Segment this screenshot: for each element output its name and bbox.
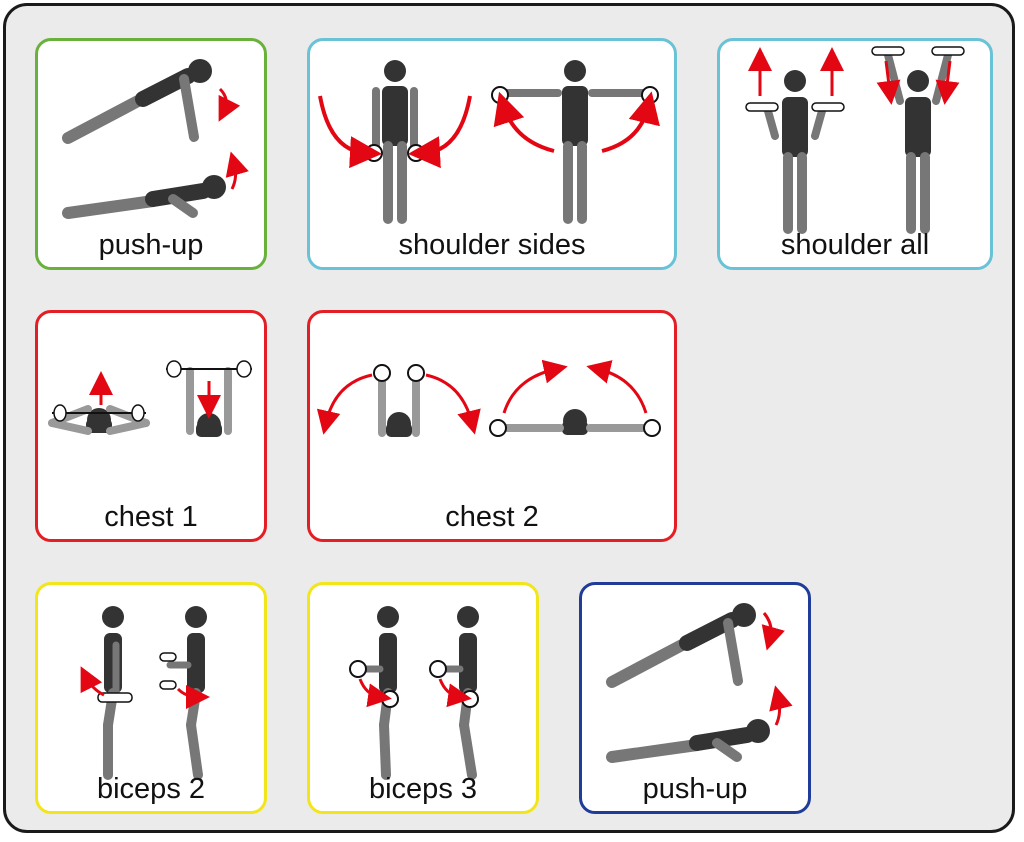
- card-label: shoulder all: [780, 229, 930, 261]
- card-shoulder-sides: shoulder sides: [307, 38, 677, 270]
- card-label: biceps 3: [368, 773, 477, 805]
- card-pushup-1: push-up: [35, 38, 267, 270]
- card-label: chest 1: [104, 501, 198, 533]
- biceps-2-figure-icon: [80, 606, 210, 780]
- card-biceps-2: biceps 2: [35, 582, 267, 814]
- card-shoulder-all: shoulder all: [717, 38, 993, 270]
- chest-1-figure-icon: [48, 360, 252, 437]
- pushup-figure-icon: [62, 59, 249, 219]
- exercise-board: push-up: [3, 3, 1015, 833]
- card-label: push-up: [642, 773, 748, 805]
- card-chest-1: chest 1: [35, 310, 267, 542]
- shoulder-sides-figure-icon: [318, 60, 660, 224]
- shoulder-all-figure-icon: [745, 46, 965, 234]
- chest-2-figure-icon: [316, 359, 661, 437]
- card-chest-2: chest 2: [307, 310, 677, 542]
- card-label: push-up: [98, 229, 204, 261]
- card-label: chest 2: [445, 501, 539, 533]
- pushup-figure-icon: [606, 603, 793, 763]
- card-label: shoulder sides: [398, 229, 586, 261]
- card-pushup-2: push-up: [579, 582, 811, 814]
- card-biceps-3: biceps 3: [307, 582, 539, 814]
- card-label: biceps 2: [96, 773, 205, 805]
- biceps-3-figure-icon: [349, 606, 479, 780]
